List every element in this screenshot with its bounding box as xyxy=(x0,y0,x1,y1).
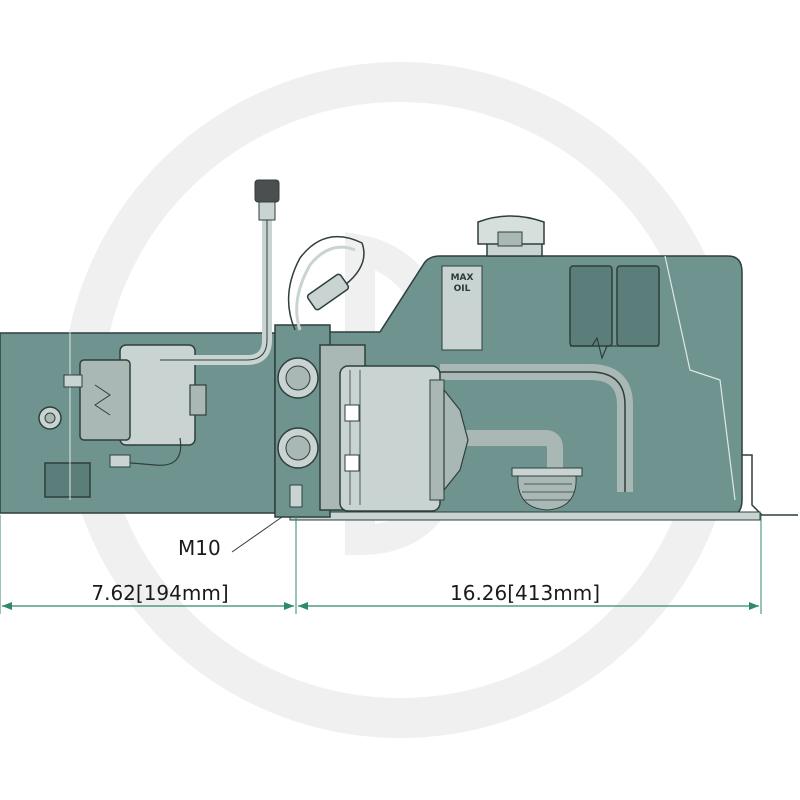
dimension-left-label: 7.62[194mm] xyxy=(91,581,228,605)
breather-plug xyxy=(254,179,280,221)
pump-motor xyxy=(339,365,469,512)
internal-pipework xyxy=(440,364,633,492)
thread-label: M10 xyxy=(178,536,221,560)
wiring-harness xyxy=(160,210,365,365)
dimension-right: 16.26[413mm] xyxy=(298,581,759,610)
dimension-right-label: 16.26[413mm] xyxy=(450,581,600,605)
cable-connector xyxy=(306,273,350,311)
sticker-oil-text: OIL xyxy=(454,284,471,294)
suction-strainer xyxy=(511,467,583,511)
extension-lines xyxy=(0,515,762,614)
m10-callout: M10 xyxy=(178,516,283,560)
starter-solenoid xyxy=(38,344,207,468)
sticker-max-text: MAX xyxy=(451,273,474,283)
dimension-left: 7.62[194mm] xyxy=(2,581,294,610)
oil-level-sticker: MAX OIL xyxy=(441,265,483,351)
filler-cap xyxy=(477,215,545,257)
